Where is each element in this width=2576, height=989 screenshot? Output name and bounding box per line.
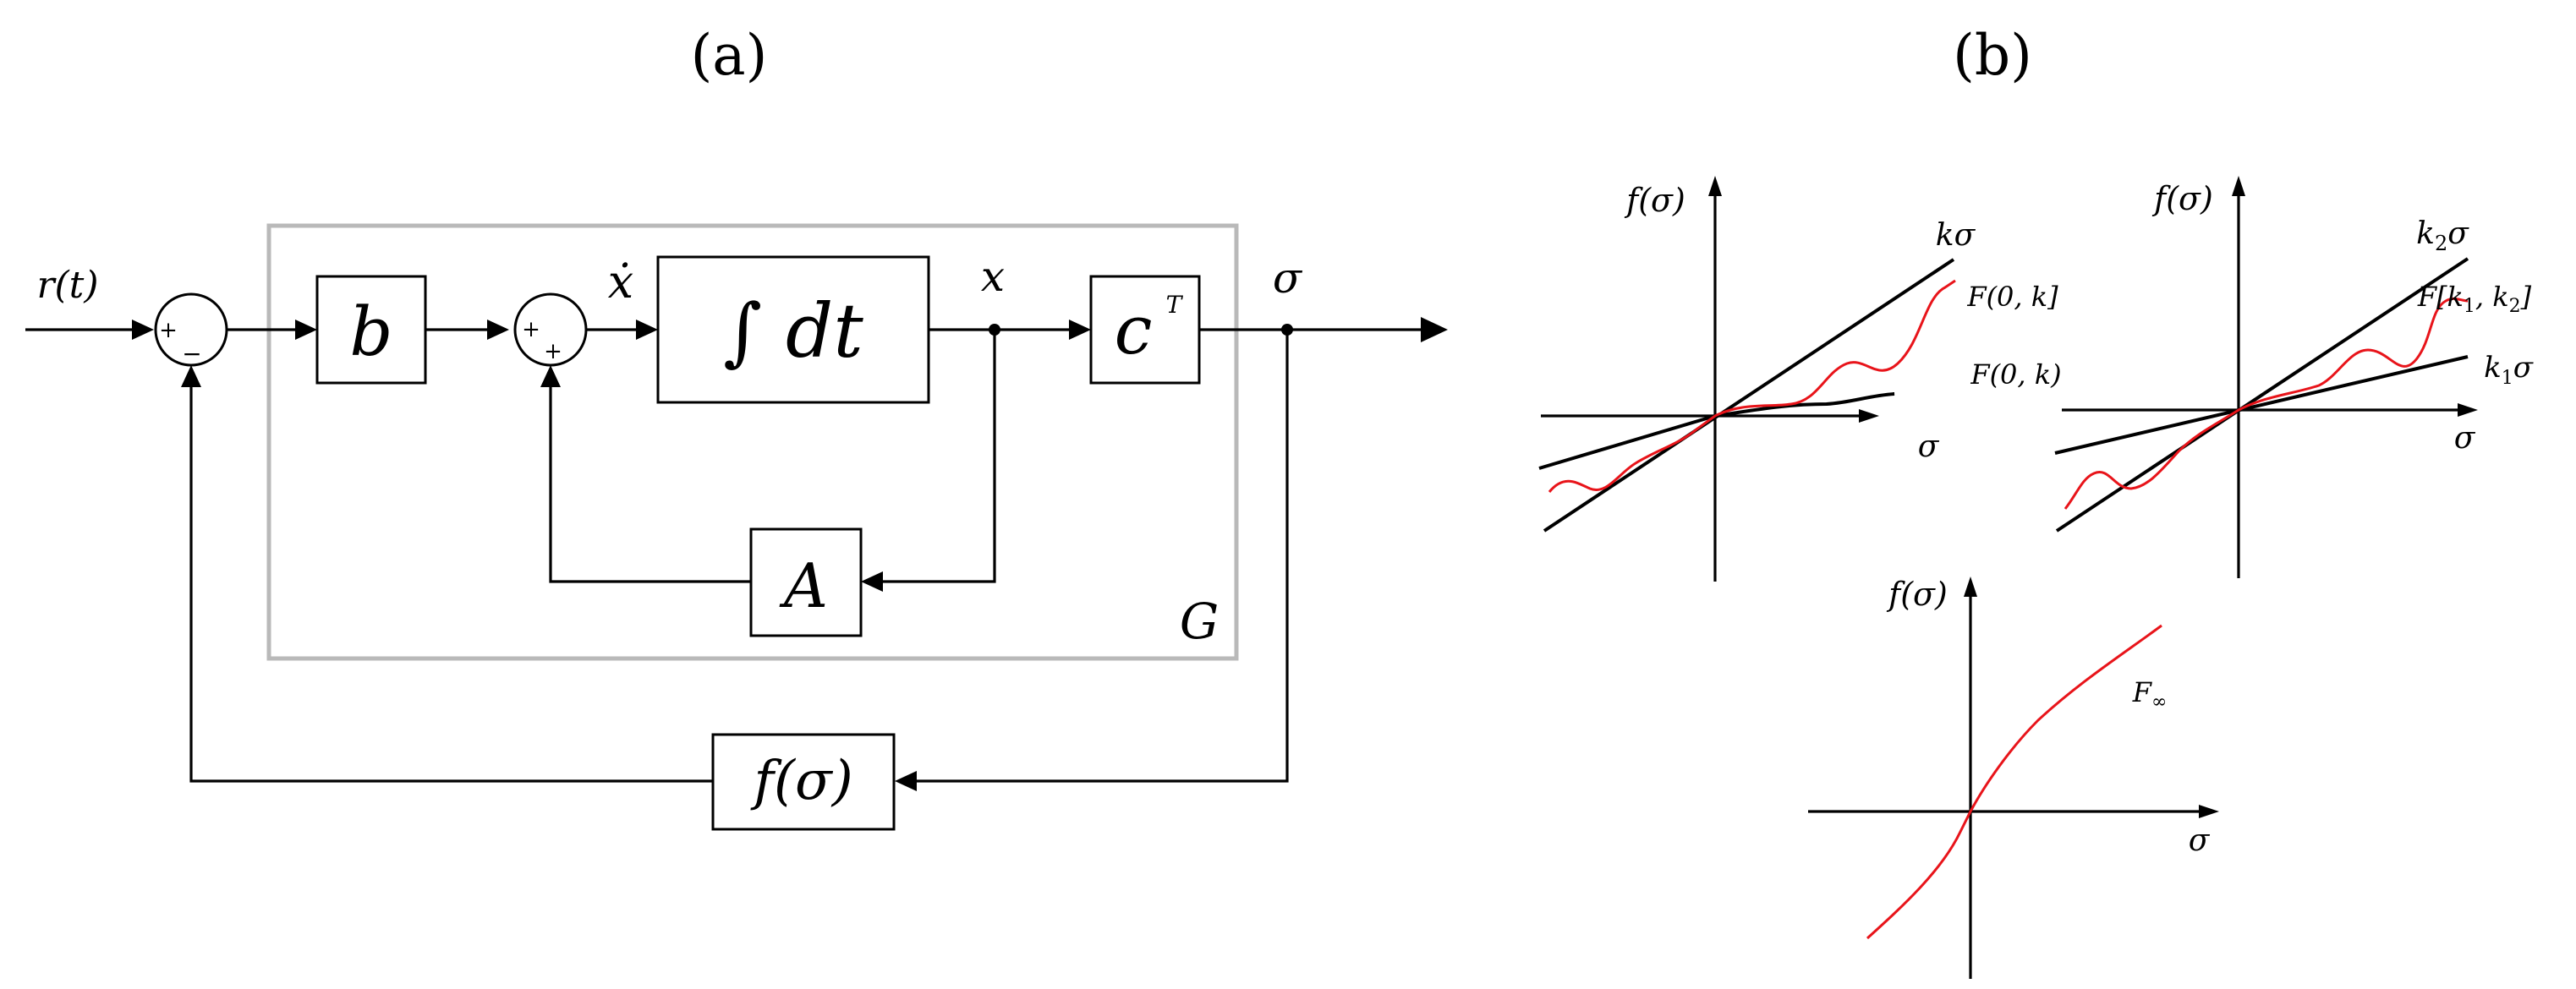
plant-label-g: G: [1180, 593, 1219, 650]
arrow-f-into-sum1: [181, 365, 201, 387]
plot2-line-k1-sigma: [2054, 355, 2469, 455]
block-c-label: c: [1115, 291, 1153, 369]
plot3-x-arrow: [2199, 805, 2219, 818]
plot2-xlabel: σ: [2454, 421, 2476, 456]
plot2-label-k1: k1σ: [2484, 351, 2534, 389]
arrow-to-a: [861, 571, 883, 592]
plot2-k2-var: σ: [2447, 216, 2469, 251]
caption-b: (b): [1953, 23, 2032, 88]
integrator-label: ∫ dt: [723, 287, 863, 374]
plot2-f-open: F[k: [2417, 281, 2464, 313]
arrow-to-c: [1069, 320, 1091, 340]
plot1-curve-f0k-open: [1714, 392, 1895, 418]
plot3-xlabel: σ: [2189, 823, 2211, 858]
arrow-to-f: [895, 771, 917, 791]
plot2-f-mid: , k: [2475, 281, 2509, 313]
arrow-output: [1421, 317, 1448, 342]
plot2-k1-letter: k: [2484, 351, 2502, 385]
plot2-f-sub2: 2: [2509, 296, 2521, 317]
plot2-line-k2-sigma: [2055, 257, 2469, 533]
plot2-k1-var: σ: [2513, 351, 2534, 385]
line-a-to-sum2: [549, 382, 751, 583]
plot1-x-arrow: [1859, 409, 1879, 423]
plot2-x-arrow: [2458, 403, 2478, 417]
plot2-label-k2: k2σ: [2416, 216, 2469, 255]
sum1-sign-top: +: [159, 318, 178, 343]
block-a-label: A: [779, 550, 828, 621]
plot1-label-f0k-open: F(0, k): [1970, 358, 2061, 391]
arrow-a-into-sum2: [540, 365, 561, 387]
plot2-k1-sub: 1: [2502, 368, 2513, 389]
plot3-f-letter: F: [2132, 676, 2153, 708]
arrow-to-sum1: [132, 320, 154, 340]
arrow-to-b: [295, 320, 317, 340]
x-label: x: [981, 252, 1005, 301]
plot3-y-arrow: [1964, 576, 1977, 597]
plot3-curve-f-infinity: [1866, 624, 2162, 940]
sum2-sign-left: +: [522, 317, 540, 342]
sum2-sign-bottom: +: [544, 339, 562, 364]
block-b: [315, 275, 427, 385]
block-a: [749, 527, 863, 637]
plot1-curve-f0k-closed: [1548, 279, 1956, 493]
plant-box-g: [266, 223, 1239, 661]
plot1-line-lower-left: [1538, 414, 1716, 470]
block-c: [1089, 275, 1201, 385]
sum1-sign-bottom: −: [182, 340, 201, 368]
xdot-label: ẋ: [608, 255, 633, 309]
plot2-f-close: ]: [2520, 281, 2532, 313]
block-integrator: [656, 255, 930, 404]
arrow-to-sum2: [487, 320, 509, 340]
plot2-y-arrow: [2232, 176, 2245, 196]
plot2-f-sub1: 1: [2464, 296, 2475, 317]
plot3-label-f-infinity: F∞: [2132, 676, 2168, 713]
plot-infinite-sector: f(σ) σ F∞: [1808, 576, 2219, 979]
plot2-k2-letter: k: [2416, 216, 2435, 251]
block-c-superscript: T: [1166, 291, 1184, 319]
plot3-ylabel: f(σ): [1886, 576, 1948, 613]
plot-sector-k1-k2: f(σ) σ k2σ F[k1, k2] k1σ: [2054, 176, 2534, 578]
plot1-y-arrow: [1708, 176, 1722, 196]
plot2-label-f-k1-k2: F[k1, k2]: [2417, 281, 2532, 317]
plot2-ylabel: f(σ): [2151, 180, 2213, 217]
plot3-f-sub: ∞: [2151, 691, 2167, 713]
input-label: r(t): [36, 264, 98, 307]
block-b-label: b: [349, 292, 392, 371]
line-f-to-sum1: [189, 382, 713, 783]
plot1-xlabel: σ: [1918, 429, 1940, 464]
caption-a: (a): [691, 23, 768, 88]
arrow-to-integrator: [636, 320, 658, 340]
plot-sector-open: f(σ) σ kσ F(0, k] F(0, k): [1538, 176, 2062, 582]
block-f-label: f(σ): [750, 750, 852, 812]
block-f: [711, 733, 896, 831]
plot2-curve-f-k1-k2: [2064, 297, 2469, 510]
plot1-ylabel: f(σ): [1624, 182, 1685, 219]
plot2-k2-sub: 2: [2435, 232, 2447, 255]
sigma-label: σ: [1273, 254, 1303, 303]
line-x-to-a: [878, 330, 996, 583]
plot1-label-f0k-closed: F(0, k]: [1966, 281, 2058, 313]
plot1-line-k-sigma: [1543, 258, 1955, 533]
line-sigma-to-f: [912, 330, 1289, 783]
plot1-label-k-sigma: kσ: [1936, 218, 1976, 253]
